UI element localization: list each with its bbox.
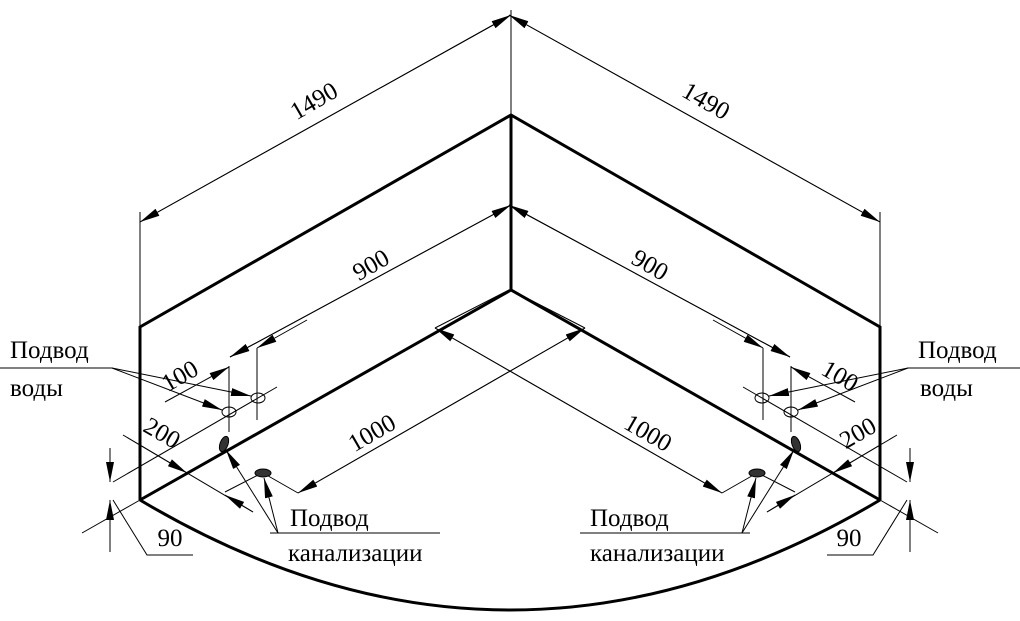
dim-100-left: 100 <box>157 355 203 397</box>
right-half-dimensions <box>435 15 1020 555</box>
water-supply-label-left: Подвод <box>10 337 89 364</box>
dim-900-right: 900 <box>627 244 673 286</box>
water-supply-label-right-2: воды <box>920 375 973 402</box>
dim-1490-right: 1490 <box>677 77 734 125</box>
left-half-dimensions <box>0 14 586 556</box>
dim-900-left: 900 <box>348 244 394 286</box>
dim-1490-left: 1490 <box>286 77 343 125</box>
drain-label-right: Подвод <box>590 505 669 532</box>
dim-90-right: 90 <box>837 525 862 552</box>
dim-100-right: 100 <box>817 355 863 397</box>
drain-label-left-2: канализации <box>288 540 423 567</box>
bathtub-outline <box>138 113 882 612</box>
drain-label-left: Подвод <box>290 505 369 532</box>
dim-90-left: 90 <box>158 525 183 552</box>
water-supply-label-right: Подвод <box>918 337 997 364</box>
water-supply-label-left-2: воды <box>10 375 63 402</box>
drain-label-right-2: канализации <box>590 540 725 567</box>
